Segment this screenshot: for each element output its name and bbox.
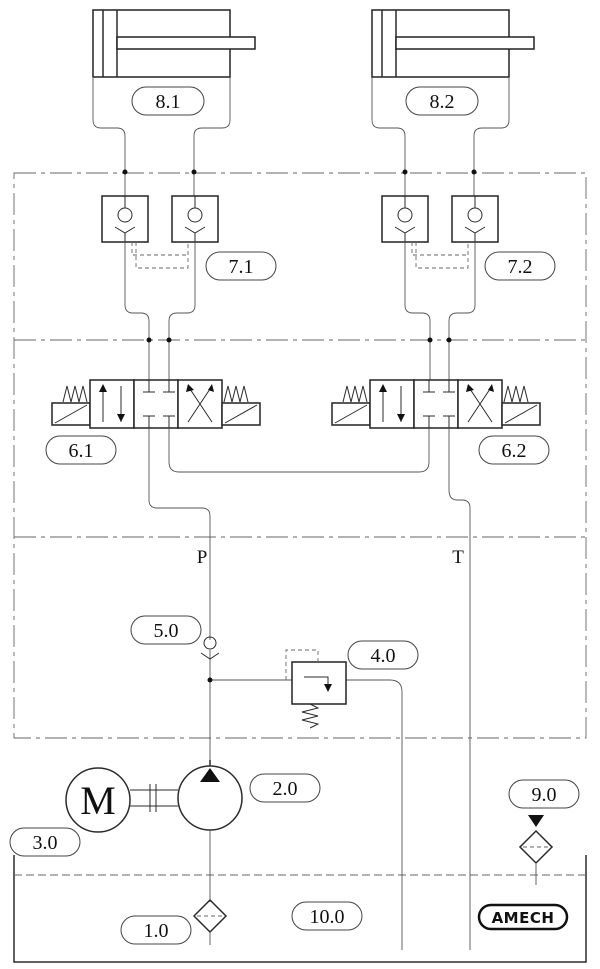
cylinder-lines: [92, 77, 510, 200]
label-6-2: 6.2: [478, 435, 550, 465]
svg-text:1.0: 1.0: [144, 920, 169, 942]
svg-text:3.0: 3.0: [33, 832, 58, 854]
pilot-lines-7-2: [411, 242, 469, 269]
tank: [13, 855, 587, 963]
label-3-0: 3.0: [9, 827, 81, 857]
lines-7-1-to-valve: [124, 242, 196, 380]
label-9-0: 9.0: [508, 779, 580, 809]
pilot-check-valve-7-1-a: [101, 195, 149, 243]
svg-text:8.1: 8.1: [156, 91, 181, 113]
amech-logo: AMECH: [477, 903, 569, 931]
motor-symbol-text: M: [80, 778, 116, 823]
svg-text:2.0: 2.0: [273, 778, 298, 800]
relief-valve-4-0: [285, 649, 347, 729]
label-10-0: 10.0: [291, 901, 363, 931]
pressure-and-tank-lines: [148, 428, 471, 950]
svg-text:7.1: 7.1: [229, 256, 254, 278]
svg-text:6.2: 6.2: [502, 440, 527, 462]
svg-text:10.0: 10.0: [310, 906, 345, 928]
cylinder-8-1: [92, 9, 256, 78]
svg-text:8.2: 8.2: [430, 91, 455, 113]
electric-motor-3-0: [65, 767, 131, 833]
port-t-label: T: [452, 547, 464, 568]
label-7-2: 7.2: [484, 251, 556, 281]
suction-filter-1-0: [192, 898, 228, 945]
pilot-lines-7-1: [131, 242, 189, 269]
lines-7-2-to-valve: [404, 242, 476, 380]
shaft-coupling: [130, 784, 178, 812]
directional-valve-6-2: [331, 379, 541, 429]
pilot-check-valve-7-2-a: [381, 195, 429, 243]
svg-text:5.0: 5.0: [154, 620, 179, 642]
svg-text:6.1: 6.1: [69, 440, 94, 462]
pilot-check-valve-7-1-b: [171, 195, 219, 243]
label-2-0: 2.0: [249, 773, 321, 803]
pilot-check-valve-7-2-b: [451, 195, 499, 243]
directional-valve-6-1: [51, 379, 261, 429]
svg-text:4.0: 4.0: [371, 645, 396, 667]
svg-text:7.2: 7.2: [508, 256, 533, 278]
port-p-label: P: [197, 547, 208, 568]
label-1-0: 1.0: [120, 915, 192, 945]
cylinder-8-2: [371, 9, 535, 78]
zone-boundaries: [13, 172, 587, 739]
label-4-0: 4.0: [347, 640, 419, 670]
svg-text:AMECH: AMECH: [492, 909, 555, 927]
label-8-2: 8.2: [405, 86, 479, 116]
check-valve-5-0: [200, 636, 220, 660]
label-7-1: 7.1: [205, 251, 277, 281]
label-6-1: 6.1: [45, 435, 117, 465]
svg-text:9.0: 9.0: [532, 784, 557, 806]
label-8-1: 8.1: [131, 86, 205, 116]
label-5-0: 5.0: [130, 615, 202, 645]
return-filter-9-0: [518, 815, 554, 885]
pump-2-0: [177, 760, 243, 902]
